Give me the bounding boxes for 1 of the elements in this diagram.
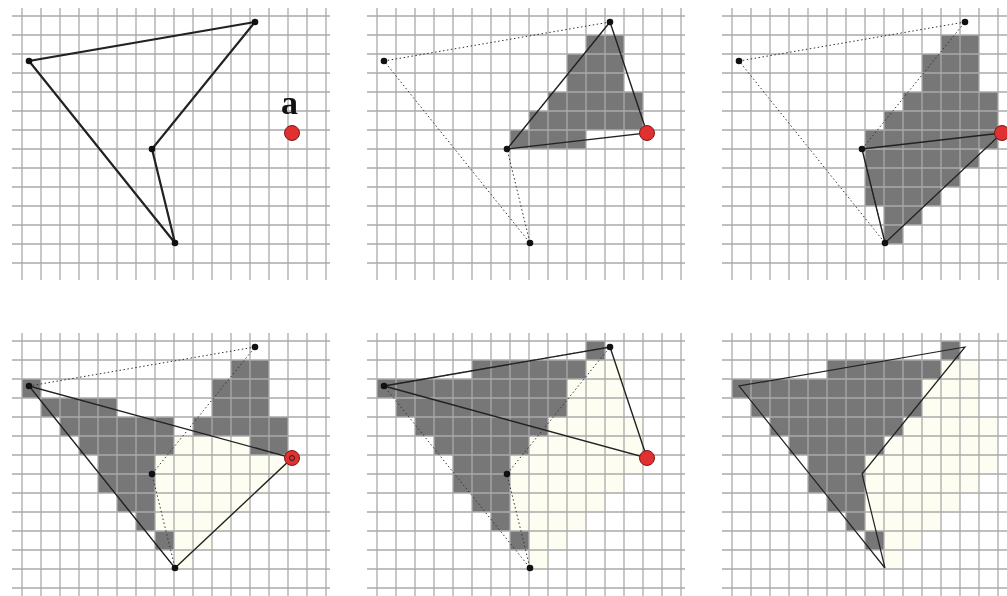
panel-letter: a	[281, 86, 298, 120]
